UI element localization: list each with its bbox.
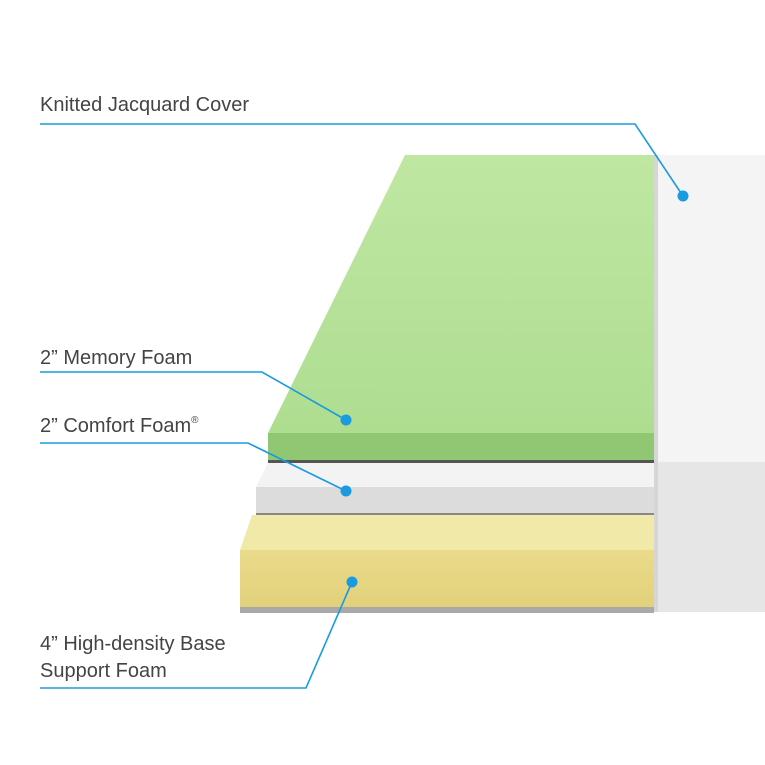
jacquard-cover bbox=[652, 155, 765, 612]
registered-mark: ® bbox=[191, 415, 199, 426]
comfort-callout-dot bbox=[340, 485, 352, 497]
base-support-foam-layer bbox=[240, 515, 654, 613]
comfort-foam-label: 2” Comfort Foam® bbox=[40, 415, 199, 437]
comfort-foam-layer bbox=[256, 463, 654, 515]
comfort-callout-line bbox=[40, 442, 347, 492]
base-foam-label-line1: 4” High-density Base bbox=[40, 633, 226, 655]
memory-callout-dot bbox=[340, 414, 352, 426]
memory-foam-label: 2” Memory Foam bbox=[40, 347, 192, 369]
base-callout-dot bbox=[346, 576, 358, 588]
cover-label: Knitted Jacquard Cover bbox=[40, 94, 249, 116]
comfort-foam-label-text: 2” Comfort Foam bbox=[40, 415, 191, 437]
base-foam-label-line2: Support Foam bbox=[40, 660, 167, 682]
base-callout-line bbox=[40, 581, 353, 689]
memory-callout-line bbox=[40, 371, 347, 421]
cover-callout-line bbox=[40, 123, 684, 197]
memory-foam-layer bbox=[268, 155, 654, 463]
cover-callout-dot bbox=[677, 190, 689, 202]
